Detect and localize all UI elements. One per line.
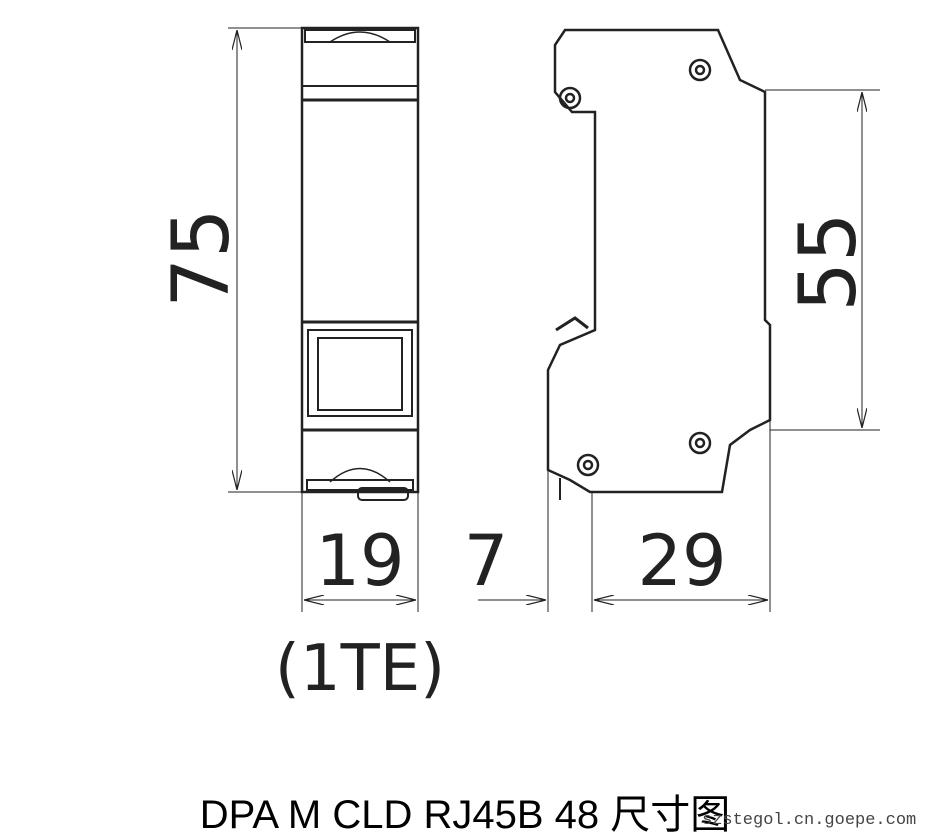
- dim-55-label: 55: [784, 212, 874, 311]
- screw-icon: [688, 58, 712, 82]
- dim-19-label: 19: [315, 520, 404, 602]
- screw-icon: [558, 86, 582, 110]
- dim-7-label: 7: [464, 520, 509, 602]
- dim-75-label: 75: [157, 208, 247, 307]
- front-view: [300, 26, 420, 501]
- side-view: [546, 28, 772, 500]
- dim-29-label: 29: [637, 520, 726, 602]
- screw-icon: [688, 431, 712, 455]
- dim-1te-label: (1TE): [275, 632, 445, 706]
- watermark: szstegol.cn.goepe.com: [702, 811, 917, 830]
- drawing-caption: DPA M CLD RJ45B 48 尺寸图: [199, 793, 731, 837]
- dimension-lines: [228, 27, 880, 612]
- screw-icon: [576, 453, 600, 477]
